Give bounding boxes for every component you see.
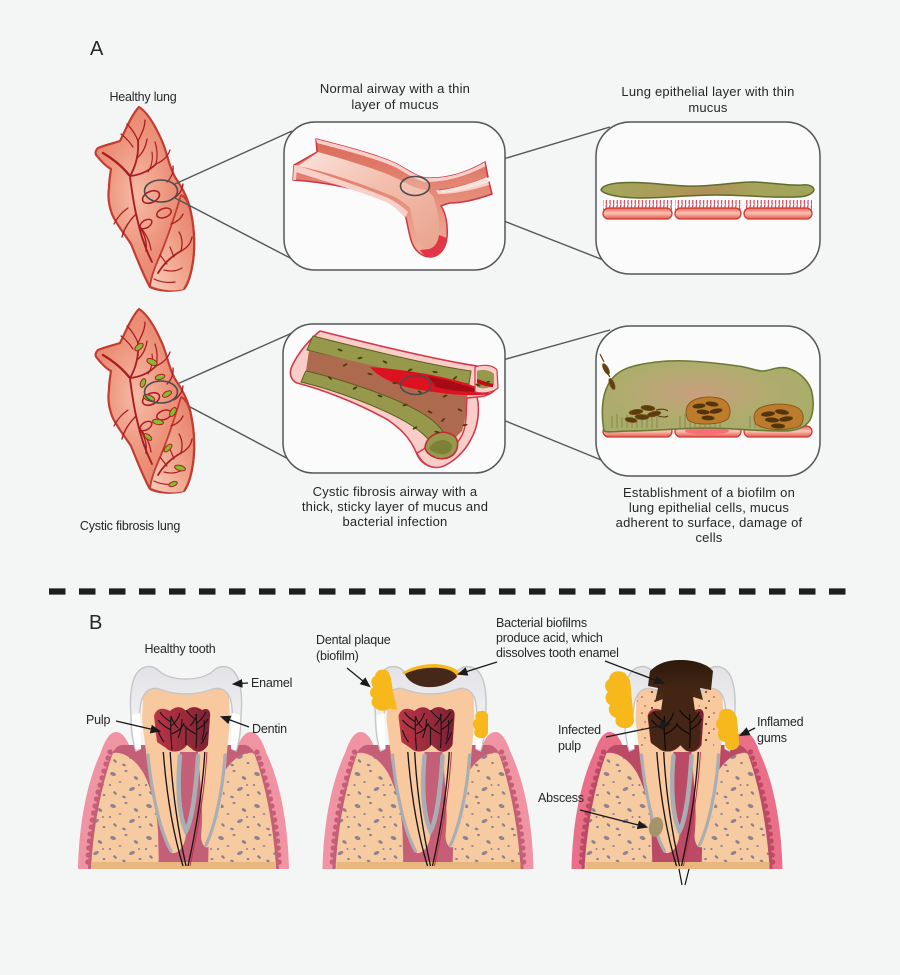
svg-text:dissolves tooth enamel: dissolves tooth enamel xyxy=(496,646,619,660)
svg-text:pulp: pulp xyxy=(558,739,581,753)
svg-text:cells: cells xyxy=(695,530,722,545)
svg-text:Pulp: Pulp xyxy=(86,713,110,727)
svg-text:lung epithelial cells, mucus: lung epithelial cells, mucus xyxy=(629,500,790,515)
svg-text:Abscess: Abscess xyxy=(538,791,584,805)
svg-text:Cystic fibrosis airway with a: Cystic fibrosis airway with a xyxy=(313,484,478,499)
svg-text:B: B xyxy=(89,612,102,634)
svg-text:produce acid, which: produce acid, which xyxy=(496,631,603,645)
svg-text:Lung epithelial layer with thi: Lung epithelial layer with thin xyxy=(621,84,794,99)
svg-text:Inflamed: Inflamed xyxy=(757,715,804,729)
svg-text:bacterial infection: bacterial infection xyxy=(343,514,448,529)
svg-text:Healthy tooth: Healthy tooth xyxy=(144,642,215,656)
svg-text:adherent to surface, damage of: adherent to surface, damage of xyxy=(616,515,803,530)
svg-text:Infected: Infected xyxy=(558,723,601,737)
svg-text:Cystic fibrosis lung: Cystic fibrosis lung xyxy=(80,519,180,533)
svg-text:Enamel: Enamel xyxy=(251,676,292,690)
svg-text:(biofilm): (biofilm) xyxy=(316,649,359,663)
svg-text:Dental plaque: Dental plaque xyxy=(316,633,391,647)
svg-text:layer of mucus: layer of mucus xyxy=(351,97,439,112)
svg-text:mucus: mucus xyxy=(688,100,728,115)
svg-text:Establishment of a biofilm on: Establishment of a biofilm on xyxy=(623,485,795,500)
svg-text:Healthy lung: Healthy lung xyxy=(109,90,176,104)
svg-text:A: A xyxy=(90,38,104,60)
svg-text:gums: gums xyxy=(757,731,787,745)
svg-text:Bacterial biofilms: Bacterial biofilms xyxy=(496,616,587,630)
svg-text:Dentin: Dentin xyxy=(252,722,287,736)
svg-text:Normal airway with a thin: Normal airway with a thin xyxy=(320,81,470,96)
svg-text:thick, sticky layer of mucus a: thick, sticky layer of mucus and xyxy=(302,499,488,514)
